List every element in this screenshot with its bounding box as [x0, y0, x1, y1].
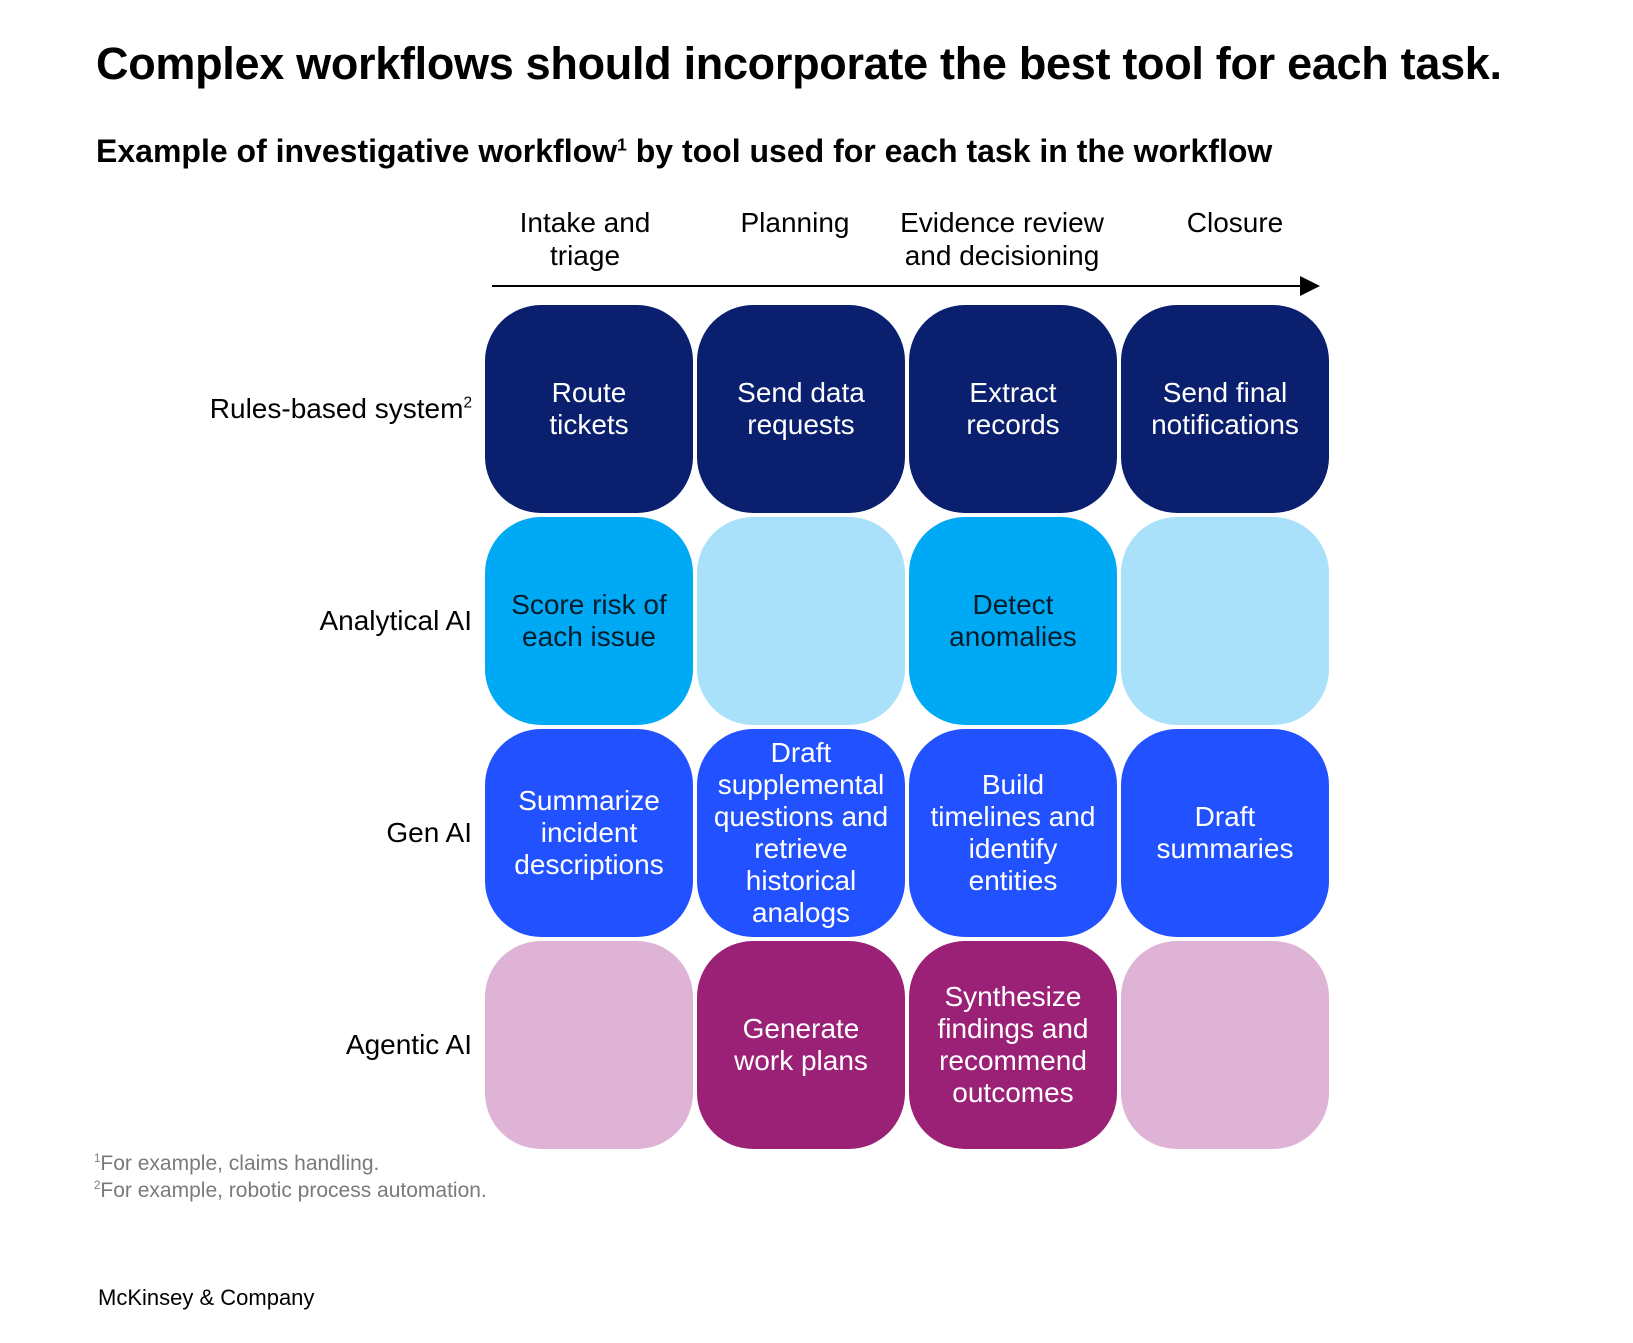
stage-label-line: Intake and [519, 207, 651, 238]
row-label: Agentic AI [346, 1028, 472, 1062]
stage-label: Closure [1125, 206, 1345, 239]
task-cell-text-line: Draft [1194, 801, 1256, 832]
stage-label-line: and decisioning [904, 240, 1100, 271]
brand-name: McKinsey & Company [98, 1285, 315, 1310]
stage-label: Planning [685, 206, 905, 239]
empty-task-cell [1121, 517, 1329, 725]
subtitle-footnote-marker: 1 [617, 134, 627, 155]
task-cell-text-line: outcomes [952, 1077, 1074, 1108]
chart-title: Complex workflows should incorporate the… [96, 38, 1502, 89]
task-cell-text-line: questions and [713, 801, 889, 832]
task-cell-text-line: Build [981, 769, 1045, 800]
task-cell-text-line: Generate [742, 1013, 860, 1044]
workflow-arrow-head [1300, 276, 1320, 296]
row-label: Analytical AI [319, 604, 472, 638]
footnote-marker: 2 [94, 1180, 101, 1192]
footnote: 2For example, robotic process automation… [94, 1179, 487, 1203]
task-cell-text-line: Draft [770, 737, 832, 768]
task-cell-text-line: supplemental [717, 769, 885, 800]
stage-label-line: triage [549, 240, 621, 271]
chart-subtitle: Example of investigative workflow1 by to… [96, 133, 1272, 170]
task-cell-text-line: analogs [751, 897, 851, 928]
empty-task-cell [1121, 941, 1329, 1149]
task-cell-text-line: each issue [522, 621, 656, 652]
task-cell-text-line: summaries [1156, 833, 1294, 864]
empty-task-cell [485, 941, 693, 1149]
row-label-text: Gen AI [386, 817, 472, 848]
stage-label-line: Closure [1186, 207, 1284, 238]
row-label: Rules-based system2 [210, 392, 472, 426]
task-cell-text-line: timelines and [930, 801, 1096, 832]
stage-label-line: Evidence review [900, 207, 1104, 238]
task-cell-text-line: Extract [969, 377, 1057, 408]
task-cell-text-line: Send final [1162, 377, 1288, 408]
row-label-footnote-marker: 2 [463, 394, 472, 412]
footnote-marker: 1 [94, 1153, 101, 1165]
task-cell-text-line: descriptions [514, 849, 664, 880]
subtitle-text-after: by tool used for each task in the workfl… [626, 133, 1273, 169]
task-cell-text-line: findings and [937, 1013, 1089, 1044]
task-cell-text-line: Summarize [518, 785, 660, 816]
task-cell-text-line: anomalies [949, 621, 1077, 652]
task-cell-text-line: Route [551, 377, 627, 408]
task-cell-text-line: identify [968, 833, 1058, 864]
workflow-arrow-line [492, 285, 1304, 287]
task-cell-text-line: records [966, 409, 1060, 440]
task-cell-text-line: historical [745, 865, 857, 896]
task-cell-text-line: Score risk of [511, 589, 667, 620]
task-cell-text-line: tickets [549, 409, 629, 440]
footnote-text: For example, robotic process automation. [100, 1179, 487, 1202]
task-cell-text-line: recommend [939, 1045, 1087, 1076]
task-cell-text-line: Send data [737, 377, 865, 408]
task-cell-text-line: incident [540, 817, 638, 848]
row-label-text: Analytical AI [319, 605, 472, 636]
row-label-text: Agentic AI [345, 1029, 472, 1060]
task-cell-text-line: requests [747, 409, 855, 440]
stage-label-line: Planning [740, 207, 850, 238]
task-cell-text-line: notifications [1151, 409, 1299, 440]
task-cell-text-line: retrieve [754, 833, 848, 864]
task-cell-text-line: Detect [972, 589, 1054, 620]
row-label: Gen AI [386, 816, 472, 850]
task-cell-text-line: entities [968, 865, 1058, 896]
subtitle-text-before: Example of investigative workflow [96, 133, 618, 169]
footnote-text: For example, claims handling. [100, 1152, 380, 1175]
row-label-text: Rules-based system [209, 393, 464, 424]
empty-task-cell [697, 517, 905, 725]
footnote: 1For example, claims handling. [94, 1152, 379, 1176]
task-cell-text-line: Synthesize [944, 981, 1082, 1012]
task-cell-text-line: work plans [734, 1045, 868, 1076]
